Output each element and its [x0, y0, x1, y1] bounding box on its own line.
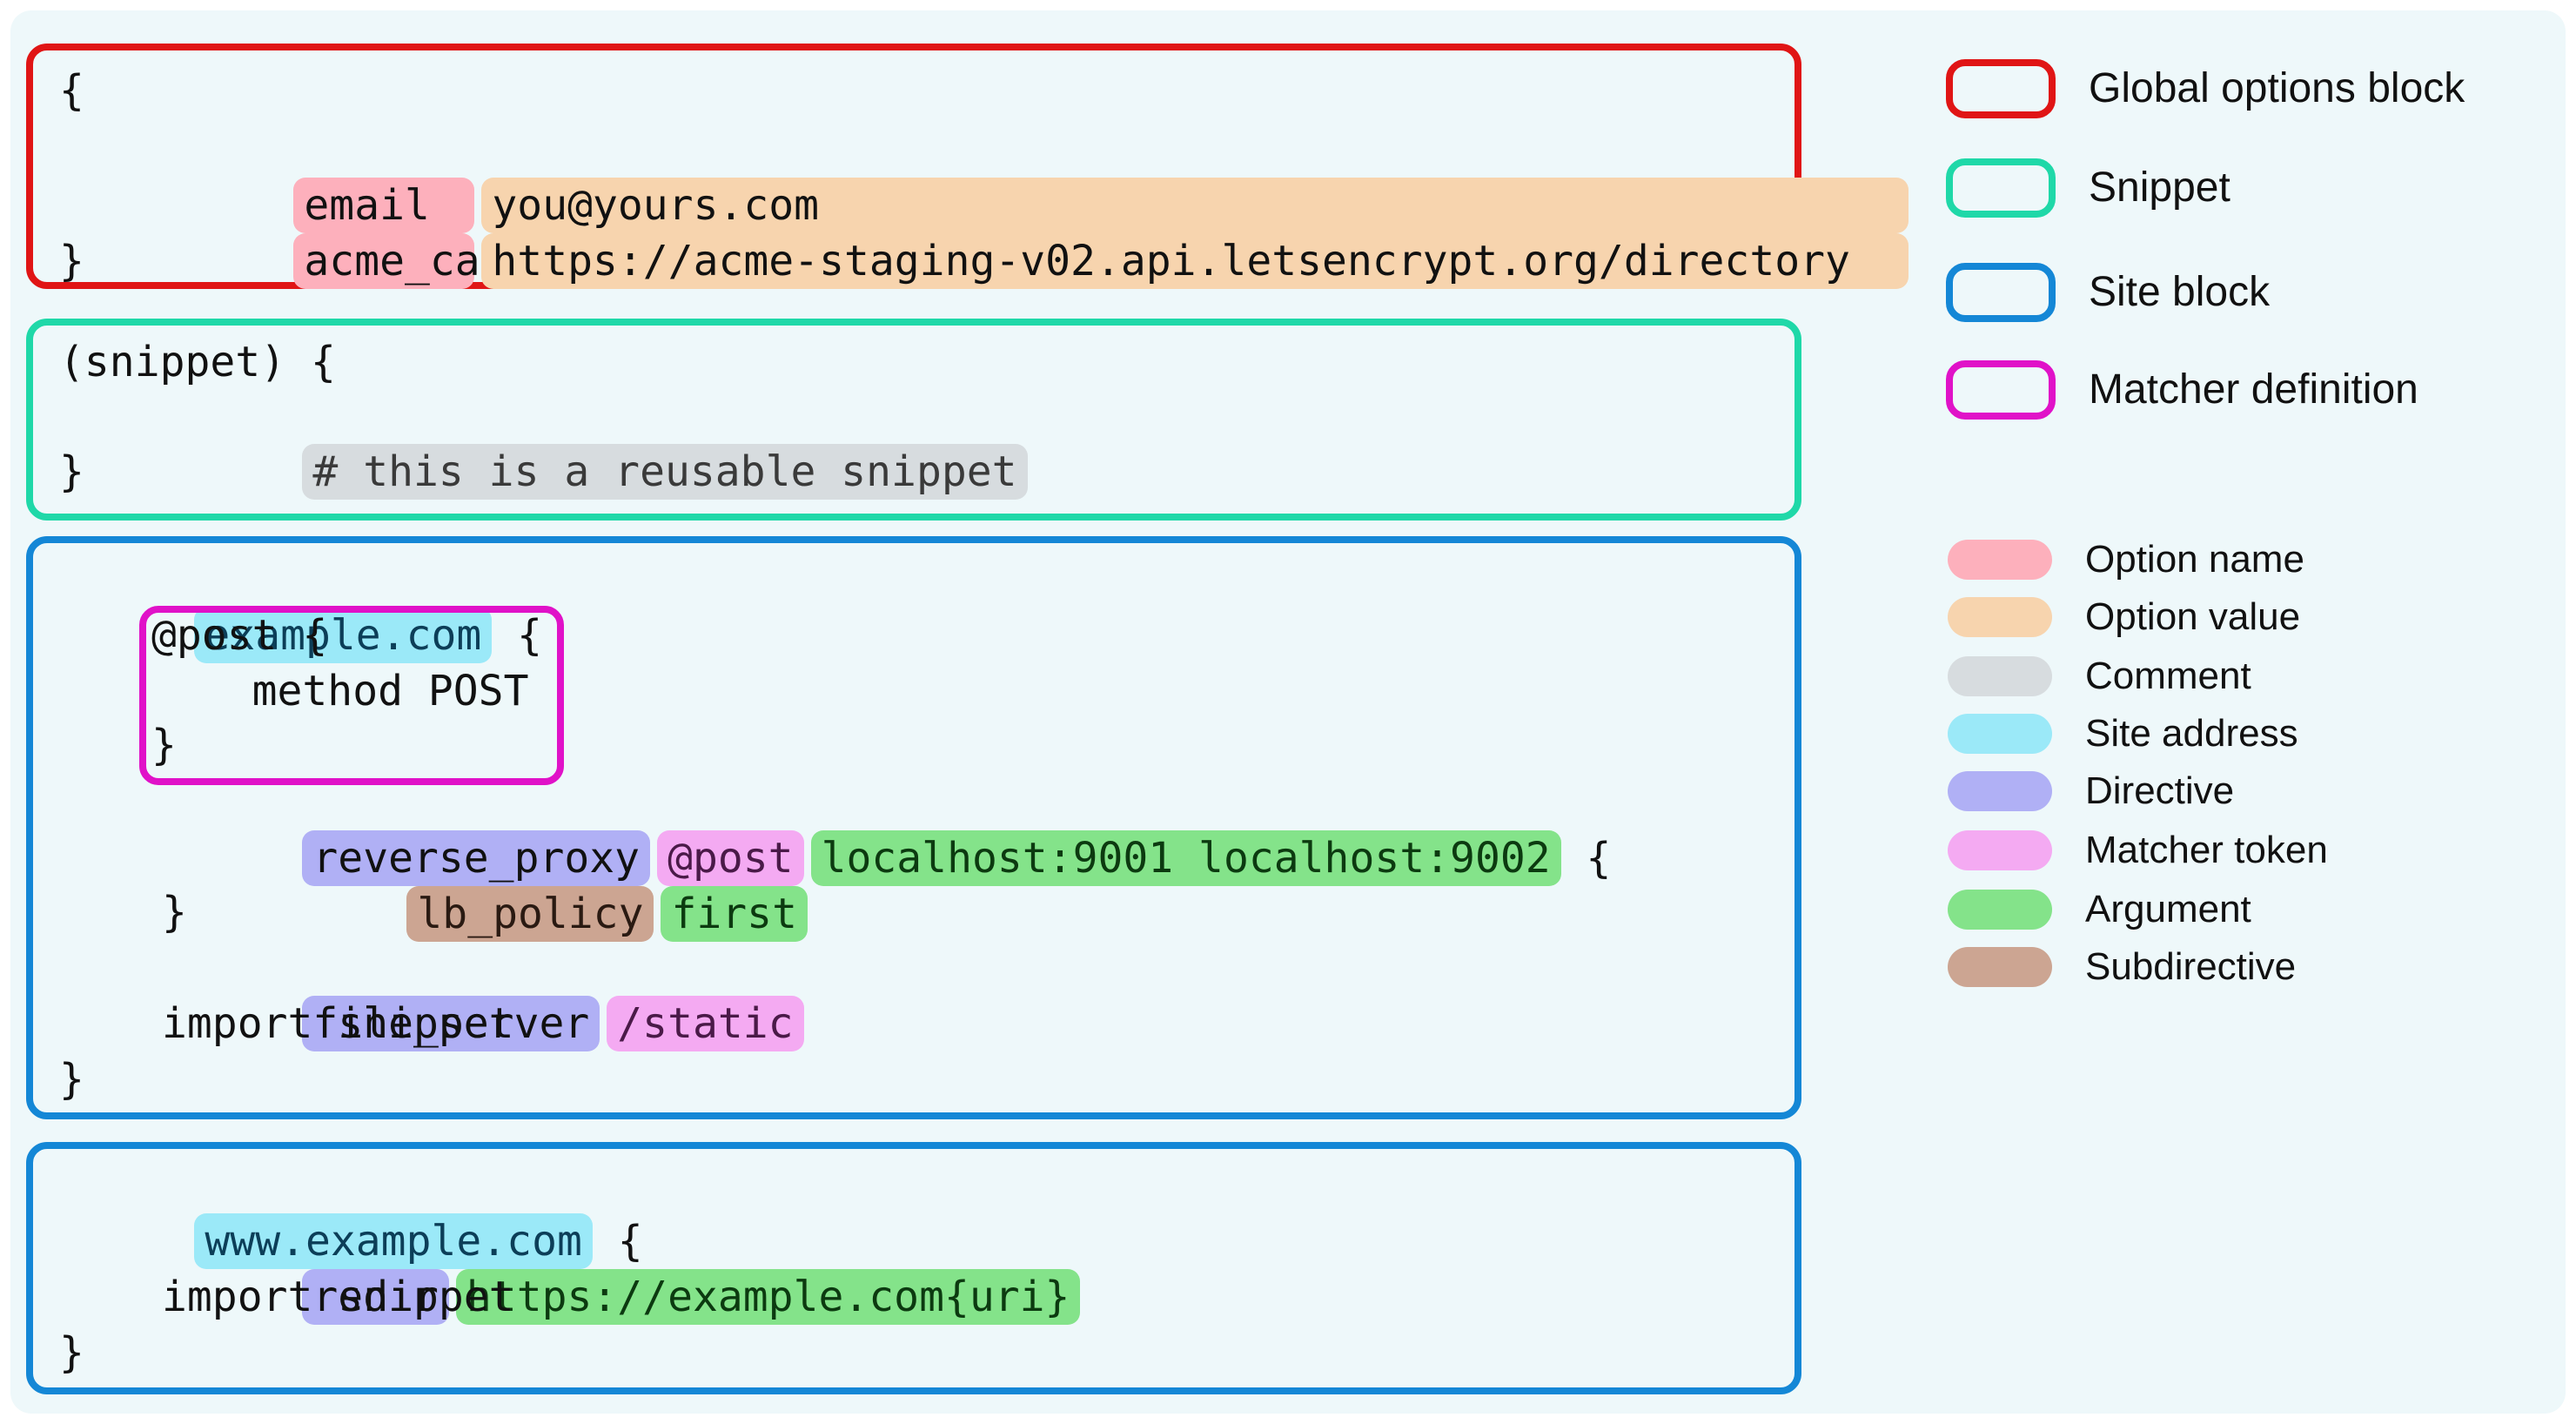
site-close-brace: }: [59, 1055, 84, 1104]
option-value-email: you@yours.com: [481, 178, 1909, 233]
global-open-brace: {: [59, 66, 84, 115]
directive-redir: redir: [302, 1269, 449, 1325]
snippet-close-brace: }: [59, 447, 84, 496]
legend-label-comment: Comment: [2085, 655, 2251, 697]
snippet-comment: # this is a reusable snippet: [302, 444, 1028, 500]
legend-swatch-matcher-token: [1948, 830, 2052, 870]
directive-file-server: file_server: [302, 996, 600, 1051]
site-close-brace: }: [59, 1328, 84, 1377]
legend-label-global: Global options block: [2089, 65, 2465, 111]
legend-label-argument: Argument: [2085, 888, 2251, 930]
argument-upstreams: localhost:9001 localhost:9002: [810, 830, 1561, 886]
import-snippet-line: import snippet: [162, 1273, 514, 1321]
legend-swatch-site-address: [1948, 714, 2052, 754]
option-name-acme-ca: acme_ca: [293, 233, 480, 289]
site-address: example.com: [194, 608, 493, 663]
legend-swatch-directive: [1948, 771, 2052, 811]
legend-swatch-option-value: [1948, 597, 2052, 637]
legend-label-site-address: Site address: [2085, 712, 2298, 755]
legend-swatch-comment: [1948, 656, 2052, 696]
legend-label-snippet: Snippet: [2089, 165, 2231, 211]
directive-reverse-proxy: reverse_proxy: [302, 830, 651, 886]
legend-swatch-matcher-definition: [1946, 360, 2056, 420]
option-value-acme-ca: https://acme-staging-v02.api.letsencrypt…: [481, 233, 1909, 289]
argument-redir-target: https://example.com{uri}: [455, 1269, 1081, 1325]
legend-swatch-subdirective: [1948, 947, 2052, 987]
legend-swatch-global: [1946, 59, 2056, 118]
legend-label-matcher-definition: Matcher definition: [2089, 366, 2418, 413]
legend-label-site-block: Site block: [2089, 269, 2271, 315]
snippet-header: (snippet) {: [59, 338, 336, 386]
site-address: www.example.com: [194, 1213, 593, 1269]
argument-first: first: [661, 886, 808, 942]
matcher-definition-line: @post {: [151, 611, 328, 660]
legend-swatch-argument: [1948, 890, 2052, 930]
legend-label-subdirective: Subdirective: [2085, 945, 2297, 988]
subdirective-lb-policy: lb_policy: [406, 886, 654, 942]
global-close-brace: }: [59, 237, 84, 285]
legend-label-option-name: Option name: [2085, 538, 2304, 581]
proxy-open-brace: {: [1560, 834, 1612, 883]
site-open-brace: {: [592, 1217, 643, 1266]
import-snippet-line: import snippet: [162, 999, 514, 1048]
site-block-example-com: example.com { @post { method POST } reve…: [26, 536, 1801, 1119]
matcher-close-brace: }: [151, 721, 177, 769]
legend-swatch-option-name: [1948, 540, 2052, 580]
legend-swatch-site-block: [1946, 263, 2056, 322]
matcher-method-line: method POST: [151, 667, 529, 715]
legend-label-directive: Directive: [2085, 769, 2235, 812]
matcher-token-post: @post: [657, 830, 804, 886]
legend-label-matcher-token: Matcher token: [2085, 829, 2328, 871]
legend-swatch-snippet: [1946, 158, 2056, 218]
snippet-block: (snippet) { # this is a reusable snippet…: [26, 319, 1801, 521]
option-name-email: email: [293, 178, 475, 233]
legend-label-option-value: Option value: [2085, 595, 2301, 638]
proxy-close-brace: }: [162, 888, 187, 937]
site-open-brace: {: [492, 611, 543, 660]
matcher-definition-box: [139, 606, 564, 785]
matcher-token-static: /static: [607, 996, 804, 1051]
